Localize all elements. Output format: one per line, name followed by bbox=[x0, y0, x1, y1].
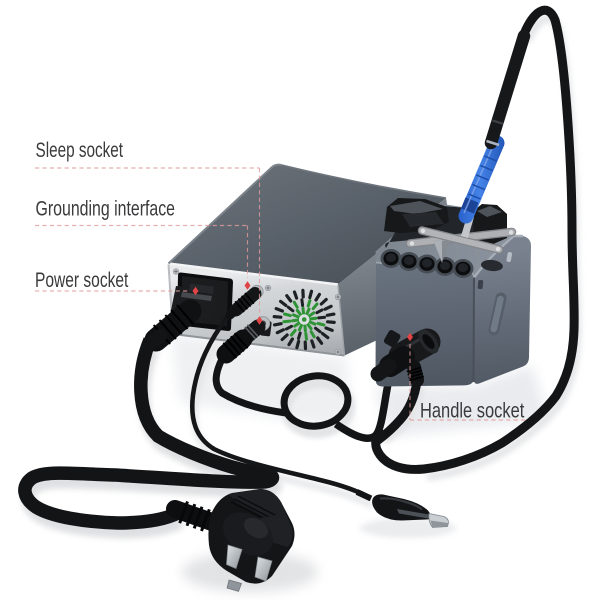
svg-text:Grounding interface: Grounding interface bbox=[36, 196, 176, 220]
svg-text:Sleep socket: Sleep socket bbox=[36, 138, 124, 162]
svg-text:Handle socket: Handle socket bbox=[420, 399, 525, 422]
svg-text:Power socket: Power socket bbox=[35, 268, 128, 292]
